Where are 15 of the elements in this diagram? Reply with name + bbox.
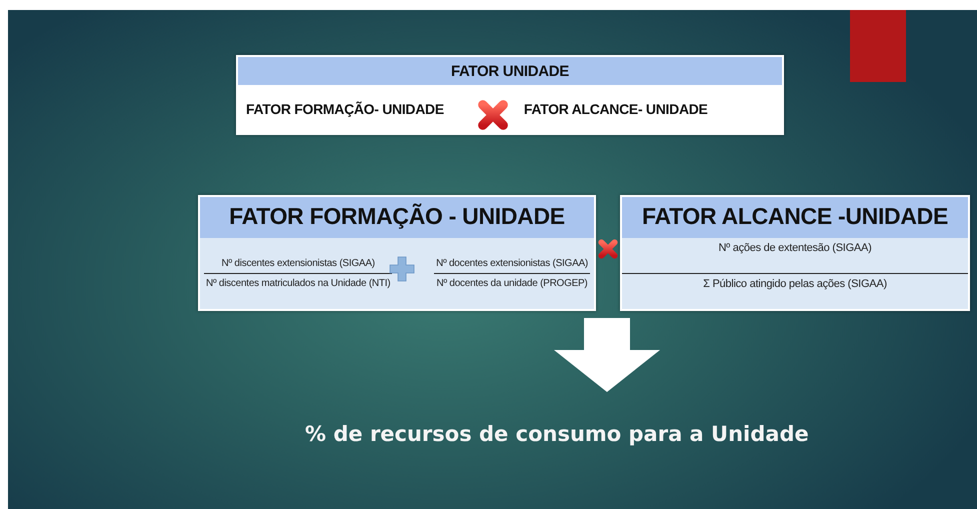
formula-box	[198, 195, 596, 311]
factor-name: FATOR FORMAÇÃO- UNIDADE	[246, 101, 444, 117]
denominator: Nº discentes matriculados na Unidade (NTI)	[205, 277, 392, 292]
box-heading: FATOR UNIDADE	[238, 57, 782, 85]
formula-box	[236, 55, 784, 135]
factor-name: FATOR ALCANCE- UNIDADE	[524, 101, 708, 117]
denominator: Σ Público atingido pelas ações (SIGAA)	[702, 277, 888, 292]
box-heading: FATOR FORMAÇÃO - UNIDADE	[200, 197, 594, 238]
denominator: Nº docentes da unidade (PROGEP)	[436, 277, 589, 292]
numerator: Nº docentes extensionistas (SIGAA)	[435, 256, 589, 271]
formula-box	[620, 195, 970, 311]
result-text: % de recursos de consumo para a Unidade	[305, 422, 809, 446]
numerator: Nº discentes extensionistas (SIGAA)	[220, 256, 376, 271]
box-heading: FATOR ALCANCE -UNIDADE	[622, 197, 968, 238]
numerator: Nº ações de extentesão (SIGAA)	[717, 241, 873, 256]
